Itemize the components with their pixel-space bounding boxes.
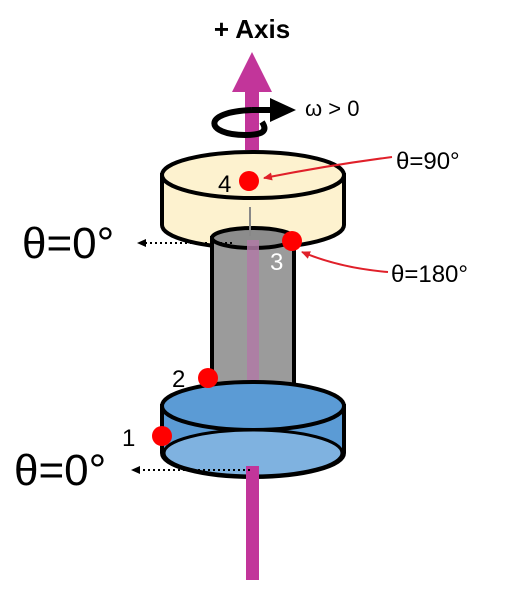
bottom-disc — [160, 380, 346, 479]
angle-label-180: θ=180° — [391, 261, 468, 288]
axis-title: + Axis — [214, 14, 290, 44]
point-label-1: 1 — [122, 425, 135, 452]
angle-label-90: θ=90° — [396, 148, 460, 175]
point-label-3: 3 — [270, 249, 283, 276]
callout-arrow-180 — [301, 251, 389, 273]
angle-label-top-zero: θ=0° — [22, 219, 114, 268]
point-label-4: 4 — [218, 171, 231, 198]
rotation-label: ω > 0 — [305, 96, 359, 121]
point-4 — [239, 171, 259, 191]
callout-arrow-90 — [263, 156, 393, 181]
point-2 — [198, 368, 218, 388]
point-1 — [152, 426, 172, 446]
rotation-arrow-icon — [211, 98, 296, 139]
point-3 — [282, 231, 302, 251]
axis-arrow-bottom — [246, 466, 259, 580]
angle-label-bottom-zero: θ=0° — [14, 446, 106, 495]
point-label-2: 2 — [172, 366, 185, 393]
